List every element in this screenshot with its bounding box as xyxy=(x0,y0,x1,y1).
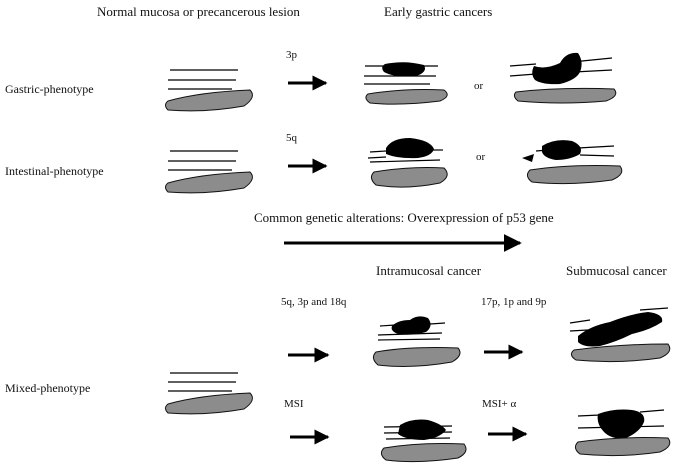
gastric-early-muscle-2 xyxy=(513,87,617,104)
mixed-normal-mucosa xyxy=(165,372,253,415)
intramucosal-tumor-top xyxy=(391,316,431,335)
header-early-gastric-cancers: Early gastric cancers xyxy=(384,4,492,19)
common-alterations-text: Common genetic alterations: Overexpressi… xyxy=(254,210,554,225)
or-label-gastric: or xyxy=(474,80,484,92)
gastric-early-cancer-1 xyxy=(364,62,448,105)
gastric-normal-mucosa xyxy=(165,69,253,112)
submucosal-cancer-bottom xyxy=(574,409,671,457)
intramucosal-muscle-bottom xyxy=(380,443,467,463)
submucosal-tumor-bottom xyxy=(597,409,645,439)
alteration-submucosal-bottom-label: MSI+ α xyxy=(482,398,517,410)
alteration-submucosal-top-label: 17p, 1p and 9p xyxy=(481,296,547,308)
gastric-early-cancer-2 xyxy=(509,52,617,104)
intramucosal-tumor-bottom xyxy=(398,419,446,440)
submucosal-tumor-top xyxy=(578,312,663,347)
intestinal-early-muscle-1 xyxy=(370,167,448,188)
alteration-gastric-label: 3p xyxy=(286,49,298,61)
submucosal-muscle-bottom xyxy=(574,437,671,457)
intramucosal-cancer-bottom xyxy=(380,419,467,463)
intestinal-early-tumor-flake xyxy=(522,154,534,162)
intramucosal-muscle-top xyxy=(372,347,461,367)
row-label-gastric-phenotype: Gastric-phenotype xyxy=(5,82,94,96)
intestinal-early-cancer-2 xyxy=(522,140,623,185)
header-normal-mucosa: Normal mucosa or precancerous lesion xyxy=(97,4,300,19)
submucosal-muscle-top xyxy=(570,343,671,363)
alteration-intestinal-label: 5q xyxy=(286,132,298,144)
intestinal-normal-mucosa xyxy=(165,150,253,194)
row-label-intestinal-phenotype: Intestinal-phenotype xyxy=(5,164,104,178)
intestinal-early-muscle-2 xyxy=(526,165,623,185)
intramucosal-cancer-top xyxy=(372,316,461,367)
gastric-early-tumor-2 xyxy=(532,52,582,85)
intestinal-early-tumor-2 xyxy=(542,140,581,160)
mixed-normal-muscle-layer xyxy=(165,392,253,415)
intestinal-early-tumor-1 xyxy=(386,138,434,159)
alteration-mixed-bottom-label: MSI xyxy=(284,398,304,410)
gastric-normal-muscle-layer xyxy=(165,89,253,112)
gastric-early-muscle-1 xyxy=(365,89,448,105)
intestinal-normal-muscle-layer xyxy=(165,171,253,194)
header-submucosal-cancer: Submucosal cancer xyxy=(566,263,667,278)
alteration-mixed-top-label: 5q, 3p and 18q xyxy=(281,296,347,308)
gastric-early-tumor-1 xyxy=(382,62,425,77)
header-intramucosal-cancer: Intramucosal cancer xyxy=(376,263,482,278)
submucosal-cancer-top xyxy=(569,307,671,363)
row-label-mixed-phenotype: Mixed-phenotype xyxy=(5,381,90,395)
or-label-intestinal: or xyxy=(476,151,486,163)
intestinal-early-cancer-1 xyxy=(367,138,448,188)
